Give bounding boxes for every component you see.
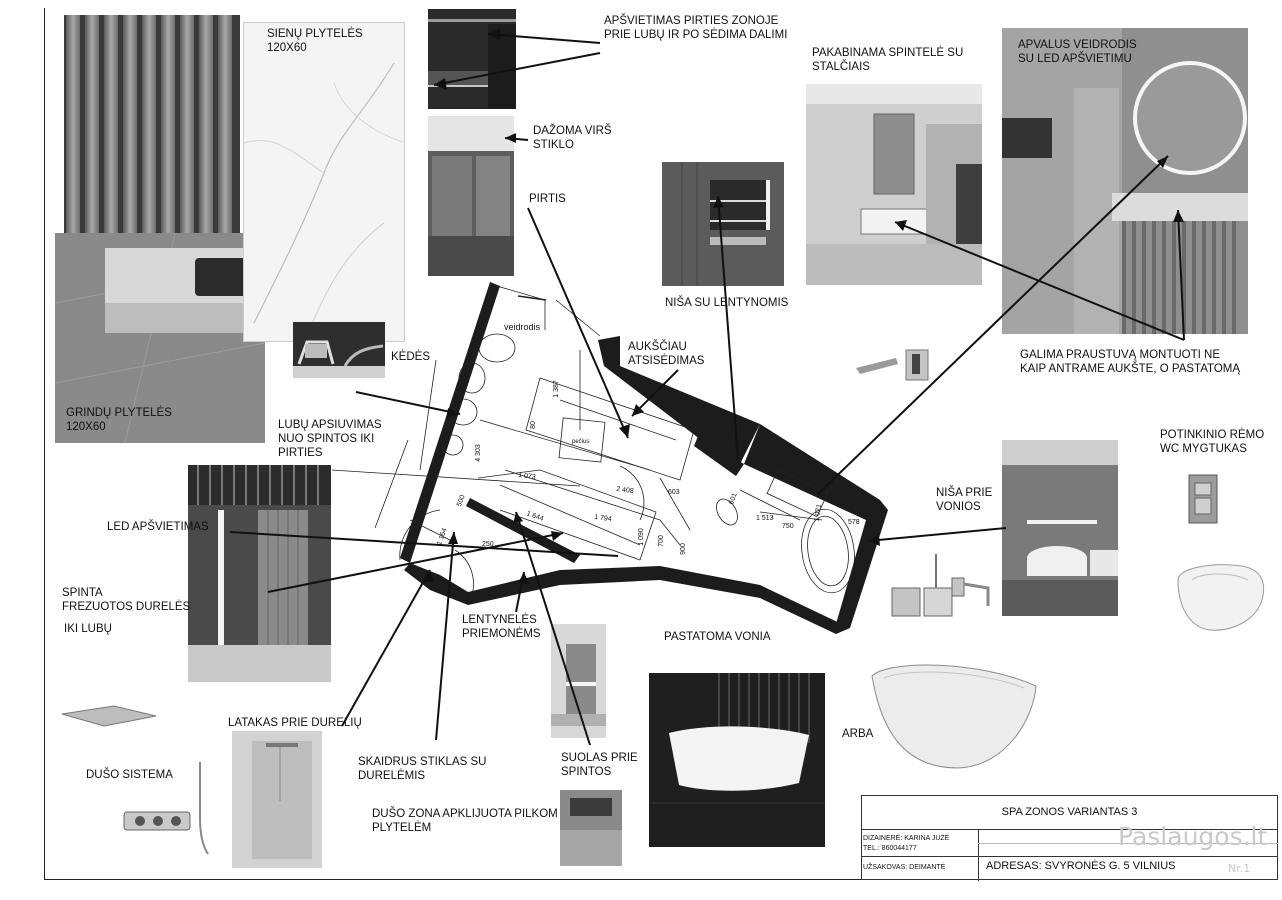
alternative-tub-photo	[868, 656, 1040, 772]
sauna-glass-photo	[428, 116, 514, 276]
label-chairs: KĖDĖS	[391, 351, 430, 363]
plan-dim-6: 1 794	[593, 513, 613, 524]
client-name: UŽSAKOVAS: DEIMANTĖ	[863, 864, 946, 871]
toilet-photo	[1172, 560, 1268, 636]
rain-shower-photo	[58, 700, 158, 732]
hanging-cabinet-photo	[806, 84, 982, 285]
niche-shelves-photo	[662, 162, 784, 286]
wc-flush-button-photo	[1188, 474, 1218, 524]
bath-faucet-photo	[884, 548, 994, 626]
watermark-sub: Nr.1	[1228, 862, 1251, 875]
label-sauna: PIRTIS	[529, 193, 566, 205]
plan-dim-7: 1 090	[637, 528, 645, 546]
shelf-bench-photo	[551, 624, 606, 738]
sheet-frame	[44, 8, 1278, 880]
grey-tile-photo	[560, 790, 622, 866]
wood-slats-swatch	[64, 15, 240, 250]
wall-faucet-photo	[852, 340, 934, 386]
plan-dim-3: 1 073	[517, 471, 537, 482]
designer-name: DIZAINERĖ: KARINA JUZĖ	[863, 835, 950, 842]
label-shower-system: DUŠO SISTEMA	[86, 769, 173, 781]
round-mirror-photo	[1002, 28, 1248, 334]
plan-dim-1: 80	[529, 421, 537, 429]
plan-dim-5: 603	[668, 489, 680, 496]
designer-phone: TEL.: 860044177	[863, 845, 917, 852]
freestanding-tub-photo	[649, 673, 825, 847]
sauna-lighting-photo	[428, 9, 516, 109]
plan-label-pecius: pečius	[572, 439, 590, 445]
led-wardrobe-photo	[188, 465, 331, 682]
shower-mixer-photo	[120, 758, 212, 858]
bath-niche-photo	[1002, 440, 1118, 616]
plan-dim-4: 2 408	[615, 485, 635, 496]
plan-dim-18: 578	[848, 519, 860, 526]
label-niche-shelves: NIŠA SU LENTYNOMIS	[665, 297, 789, 309]
plan-dim-0: 1 387	[552, 380, 560, 398]
label-drain: LATAKAS PRIE DURELIŲ	[228, 717, 362, 729]
project-address: ADRESAS: SVYRONĖS G. 5 VILNIUS	[986, 860, 1176, 872]
floor-tiles-photo	[55, 233, 265, 443]
label-freestanding-bath: PASTATOMA VONIA	[664, 631, 771, 643]
watermark-brand: Paslaugos.lt	[1118, 822, 1268, 851]
plan-dim-9: 900	[679, 543, 687, 555]
shower-cabin-photo	[232, 731, 322, 868]
project-title: SPA ZONOS VARIANTAS 3	[1001, 806, 1138, 818]
plan-dim-12: 250	[482, 541, 494, 548]
label-led-lighting: LED APŠVIETIMAS	[107, 521, 209, 533]
title-block: SPA ZONOS VARIANTAS 3 DIZAINERĖ: KARINA …	[861, 795, 1278, 881]
plan-dim-15: 1 513	[756, 515, 774, 522]
plan-dim-8: 700	[657, 535, 665, 547]
plan-dim-17: 750	[782, 523, 794, 530]
plan-dim-16: 1 021	[813, 503, 824, 523]
chair-photo	[293, 322, 385, 378]
plan-label-veidrodis: veidrodis	[504, 322, 541, 332]
plan-dim-2: 4 303	[474, 444, 482, 462]
label-or: ARBA	[842, 728, 874, 740]
label-to-ceiling: IKI LUBŲ	[64, 623, 112, 635]
